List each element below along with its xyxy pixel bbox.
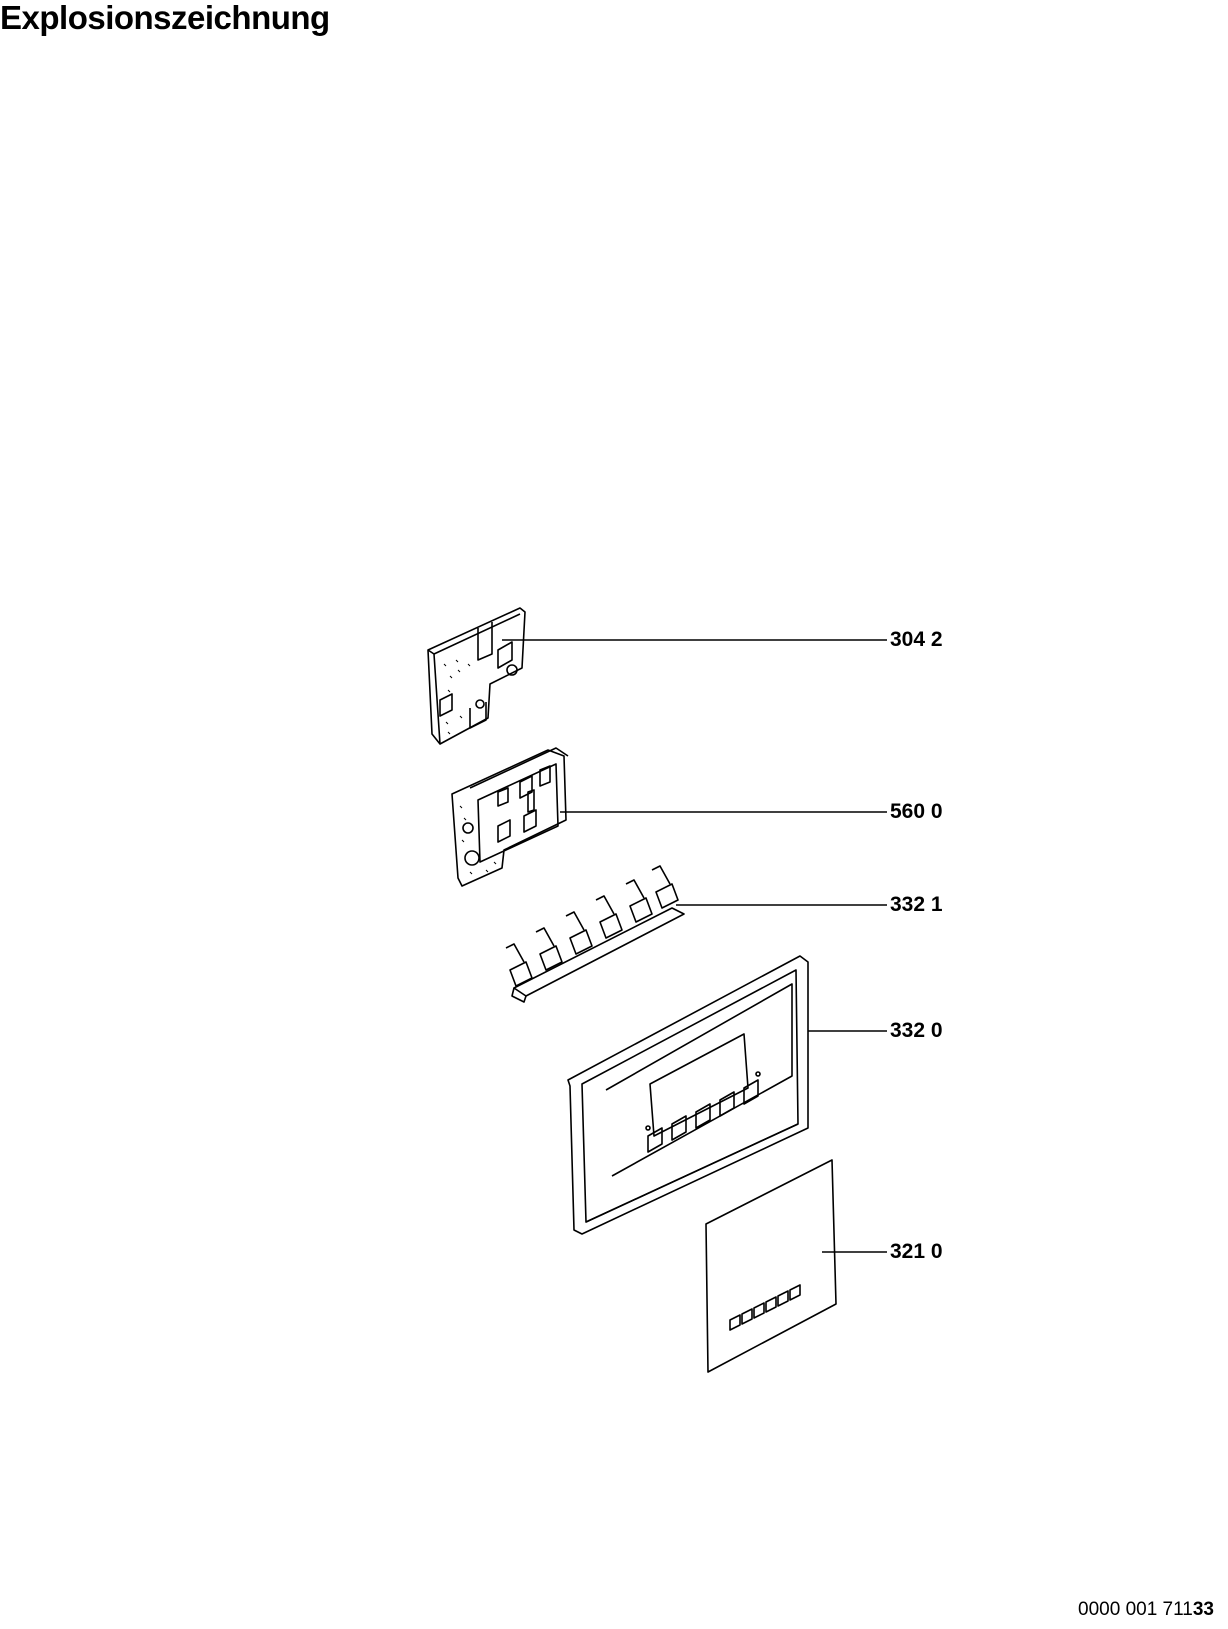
part-332-1-button-bar[interactable] <box>505 865 685 1003</box>
part-label-321-0: 321 0 <box>890 1240 943 1263</box>
part-label-332-0: 332 0 <box>890 1019 943 1042</box>
part-304-2-cover-plate[interactable] <box>427 607 526 745</box>
part-label-560-0: 560 0 <box>890 800 943 823</box>
document-number-suffix: 33 <box>1192 1599 1214 1620</box>
part-560-0-electronic-module[interactable] <box>451 747 569 887</box>
part-321-0-front-foil[interactable] <box>705 1159 837 1373</box>
page-title: Explosionszeichnung <box>0 0 330 36</box>
part-label-304-2: 304 2 <box>890 628 943 651</box>
document-number: 0000 001 71133 <box>1078 1599 1214 1621</box>
document-number-main: 0000 001 711 <box>1078 1599 1193 1620</box>
part-label-332-1: 332 1 <box>890 893 943 916</box>
part-332-0-control-panel[interactable] <box>567 955 809 1235</box>
